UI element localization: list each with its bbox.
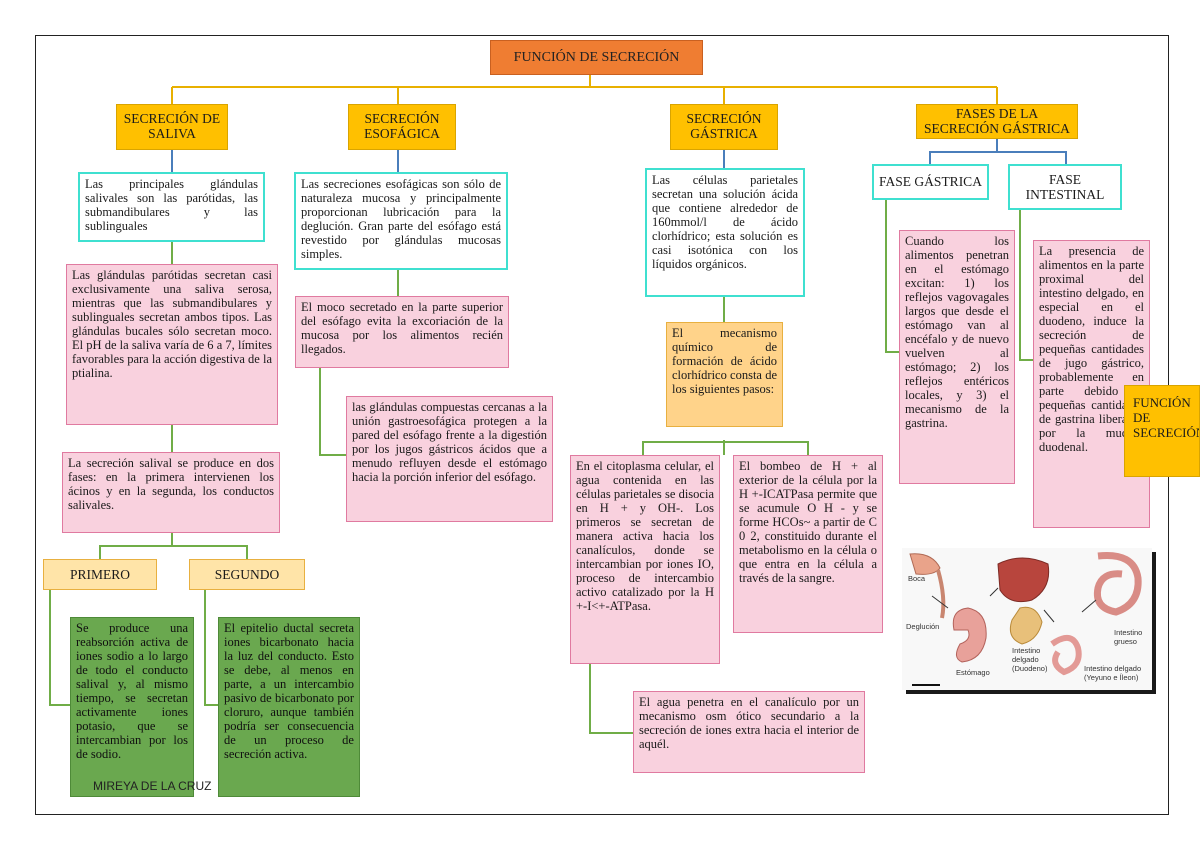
intestine-shape bbox=[1050, 635, 1082, 676]
fases-to-intestinal bbox=[997, 151, 1067, 164]
gastrica-bombeo: El bombeo de H + al exterior de la célul… bbox=[733, 455, 883, 633]
colon-shape bbox=[1093, 551, 1142, 616]
caption-intestino-grueso: Intestino grueso bbox=[1114, 628, 1143, 646]
segundo-label: SEGUNDO bbox=[189, 559, 305, 590]
caption-duodeno: Intestino delgado (Duodeno) bbox=[1012, 646, 1048, 673]
gastrica-intro: Las células parietales secretan una solu… bbox=[645, 168, 805, 297]
phases-to-segundo bbox=[172, 545, 248, 559]
intestinal-phase-to-text bbox=[1019, 210, 1035, 361]
primero-to-text bbox=[49, 590, 72, 706]
stomach-shape bbox=[952, 607, 987, 663]
author-footer: MIREYA DE LA CRUZ bbox=[93, 779, 212, 793]
main-title: FUNCIÓN DE SECRECIÓN bbox=[490, 40, 703, 75]
caption-yeyuno: Intestino delgado (Yeyuno e Íleon) bbox=[1084, 664, 1142, 682]
phases-to-primero bbox=[99, 533, 173, 559]
saliva-detail: Las glándulas parótidas secretan casi ex… bbox=[66, 264, 278, 425]
mecanismo-to-citoplasma bbox=[642, 440, 725, 455]
esofagica-glandulas: las glándulas compuestas cercanas a la u… bbox=[346, 396, 553, 522]
saliva-intro: Las principales glándulas salivales son … bbox=[78, 172, 265, 242]
primero-text: Se produce una reabsorción activa de ion… bbox=[70, 617, 194, 797]
caption-estomago: Estómago bbox=[956, 668, 990, 677]
fase-gastrica-text: Cuando los alimentos penetran en el estó… bbox=[899, 230, 1015, 484]
heading-fases: FASES DE LA SECRECIÓN GÁSTRICA bbox=[916, 104, 1078, 139]
liver-shape bbox=[997, 557, 1050, 603]
fase-intestinal-label: FASE INTESTINAL bbox=[1008, 164, 1122, 210]
heading-saliva: SECRECIÓN DE SALIVA bbox=[116, 104, 228, 150]
gastrica-citoplasma: En el citoplasma celular, el agua conten… bbox=[570, 455, 720, 664]
primero-label: PRIMERO bbox=[43, 559, 157, 590]
saliva-phases: La secreción salival se produce en dos f… bbox=[62, 452, 280, 533]
gastrica-phase-to-text bbox=[885, 200, 902, 353]
caption-deglucion: Deglución bbox=[906, 622, 940, 631]
esofagica-intro: Las secreciones esofágicas son sólo de n… bbox=[294, 172, 508, 270]
scale-bar bbox=[912, 684, 940, 686]
esophagus-shape bbox=[936, 569, 946, 619]
heading-gastrica: SECRECIÓN GÁSTRICA bbox=[670, 104, 778, 150]
digestive-drawing bbox=[909, 551, 1142, 686]
citoplasma-to-agua bbox=[589, 664, 636, 734]
caption-boca: Boca bbox=[908, 574, 926, 583]
digestive-illustration: Boca Deglución Estómago Intestino delgad… bbox=[902, 548, 1152, 690]
esofagica-moco: El moco secretado en la parte superior d… bbox=[295, 296, 509, 368]
heading-esofagica: SECRECIÓN ESOFÁGICA bbox=[348, 104, 456, 150]
mouth-shape bbox=[909, 553, 941, 575]
fase-gastrica-label: FASE GÁSTRICA bbox=[872, 164, 989, 200]
arrows bbox=[931, 587, 1097, 623]
gastrica-mecanismo: El mecanismo químico de formación de áci… bbox=[666, 322, 783, 427]
moco-to-glandulas bbox=[319, 368, 350, 456]
segundo-text: El epitelio ductal secreta iones bicarbo… bbox=[218, 617, 360, 797]
mecanismo-to-bombeo bbox=[724, 441, 809, 455]
pancreas-shape bbox=[1009, 606, 1043, 645]
segundo-to-text bbox=[204, 590, 220, 706]
gastrica-agua: El agua penetra en el canalículo por un … bbox=[633, 691, 865, 773]
side-title-label: FUNCIÓN DE SECRECIÓN bbox=[1124, 385, 1200, 477]
fases-to-gastrica bbox=[929, 139, 998, 164]
fase-intestinal-text: La presencia de alimentos en la parte pr… bbox=[1033, 240, 1150, 528]
